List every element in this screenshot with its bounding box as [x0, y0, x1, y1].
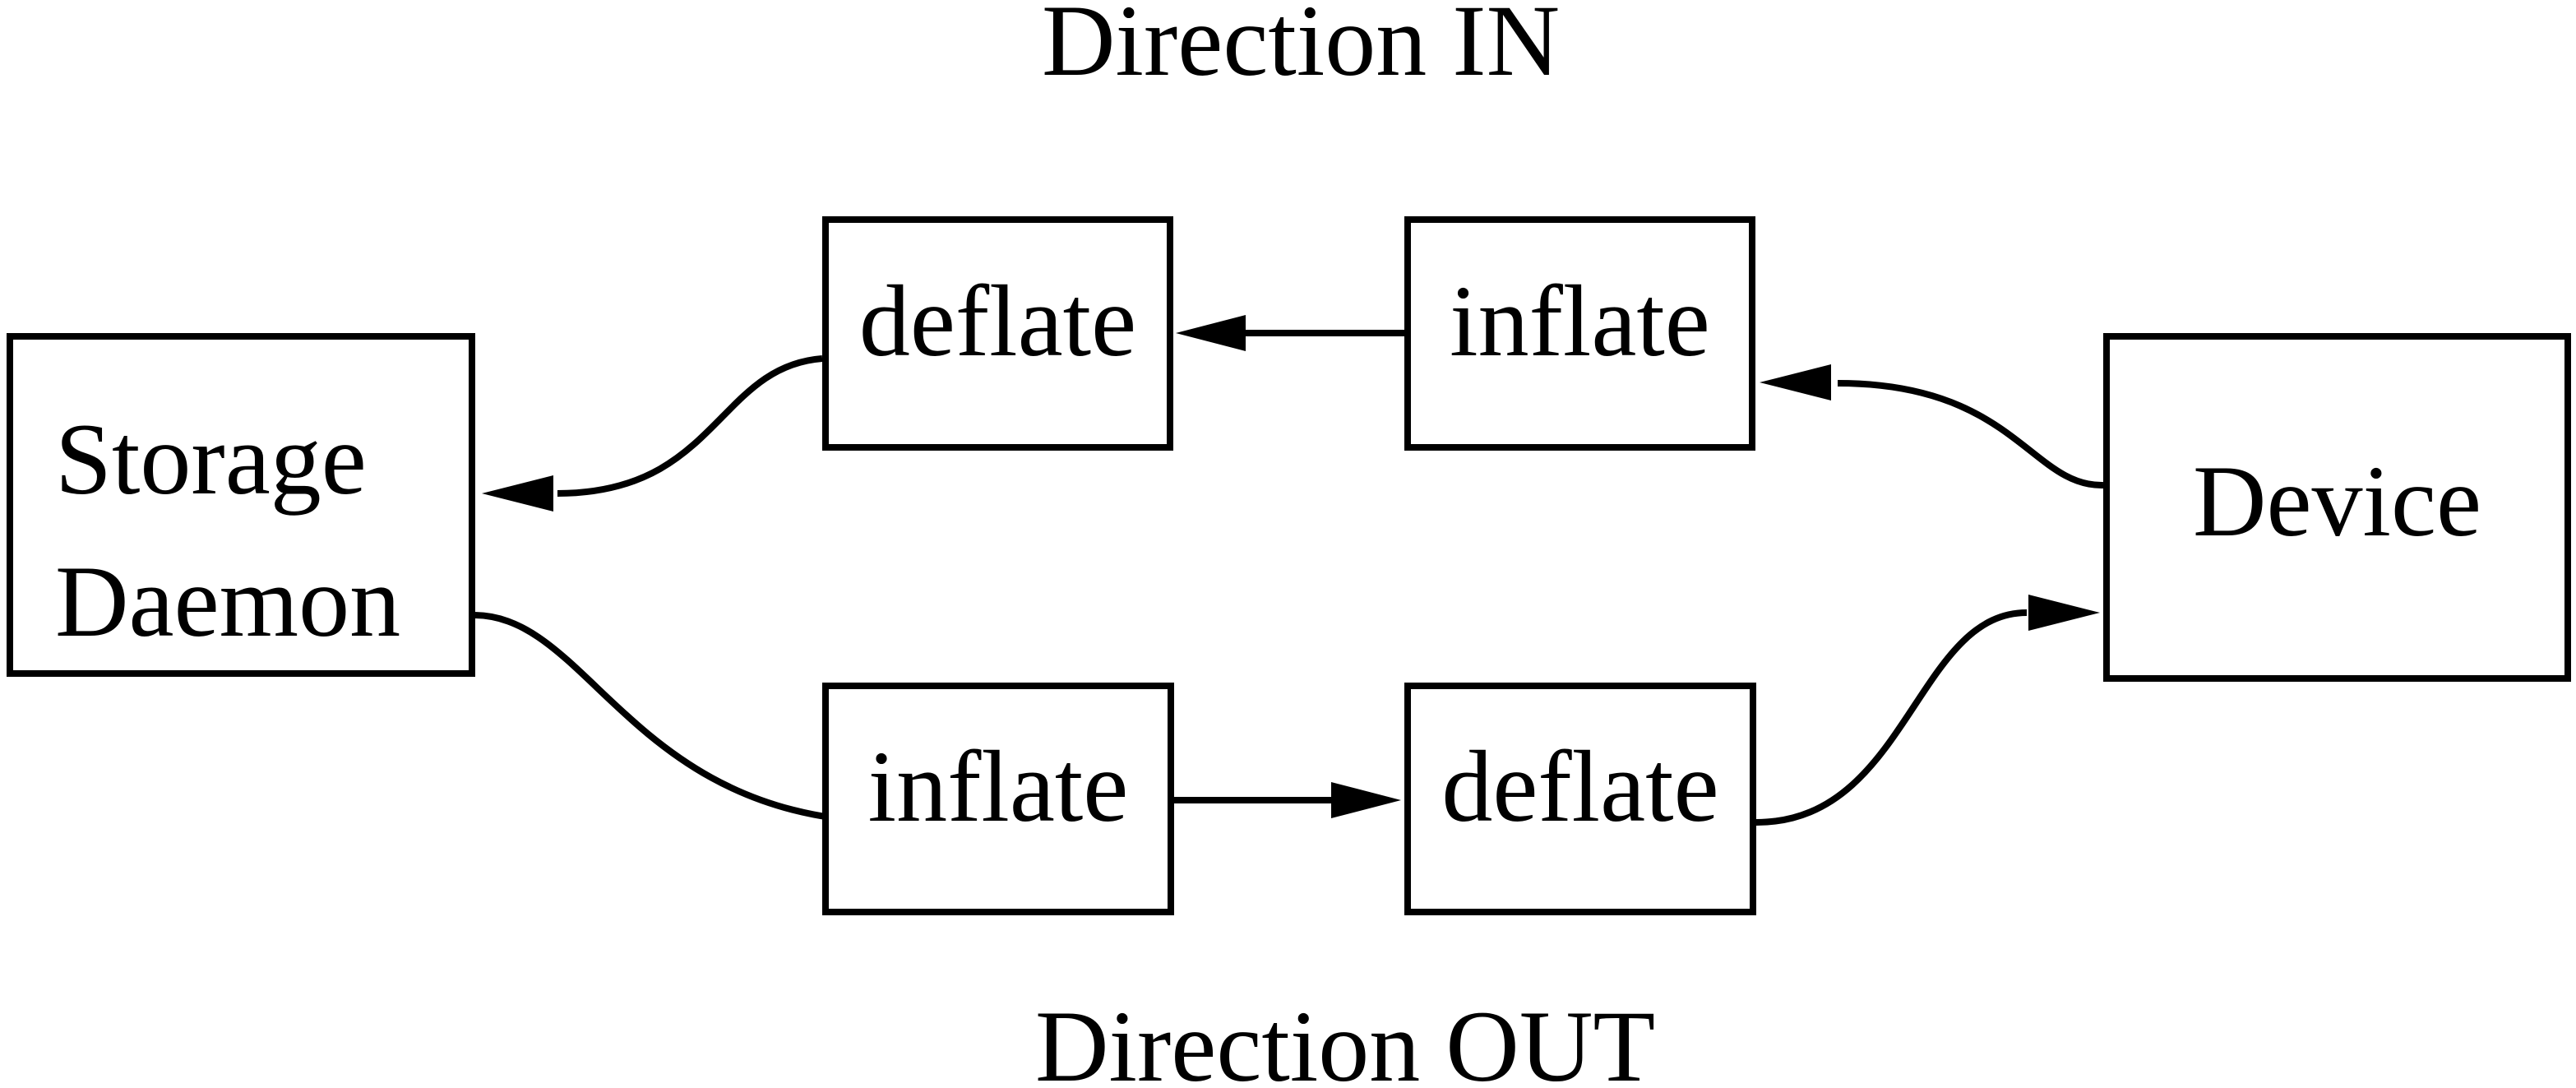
deflate-out-label: deflate — [1441, 729, 1719, 843]
edge-curve — [1837, 380, 2104, 489]
direction-in-title: Direction IN — [1042, 0, 1561, 97]
inflate-in-label: inflate — [1450, 264, 1710, 377]
edge-curve — [474, 612, 899, 826]
node-deflate-out: deflate — [1404, 683, 1756, 915]
edge-out-deflate-to-device — [1755, 595, 2100, 826]
edge-curve — [557, 355, 823, 497]
inflate-out-label: inflate — [867, 729, 1129, 843]
device-label: Device — [2192, 445, 2482, 558]
edge-in-deflate-to-storage — [482, 355, 823, 512]
arrowhead-left-icon — [1760, 364, 1831, 400]
arrowhead-left-icon — [1176, 315, 1246, 351]
node-inflate-in: inflate — [1404, 216, 1755, 451]
node-device: Device — [2103, 333, 2571, 682]
storage-daemon-label-line1: Storage — [55, 403, 367, 516]
arrowhead-right-icon — [2028, 595, 2100, 631]
deflate-in-label: deflate — [858, 264, 1137, 377]
edge-curve — [1755, 609, 2028, 826]
storage-daemon-label-line2: Daemon — [55, 545, 401, 658]
arrowhead-right-icon — [1331, 782, 1401, 818]
edge-out-inflate-to-deflate — [1174, 782, 1401, 818]
node-deflate-in: deflate — [822, 216, 1173, 451]
edge-in-device-to-inflate — [1760, 364, 2104, 489]
node-storage-daemon: Storage Daemon — [7, 333, 475, 677]
edge-in-inflate-to-deflate — [1176, 315, 1404, 351]
arrowhead-left-icon — [482, 475, 553, 512]
node-inflate-out: inflate — [822, 683, 1174, 915]
direction-out-title: Direction OUT — [1035, 990, 1656, 1088]
